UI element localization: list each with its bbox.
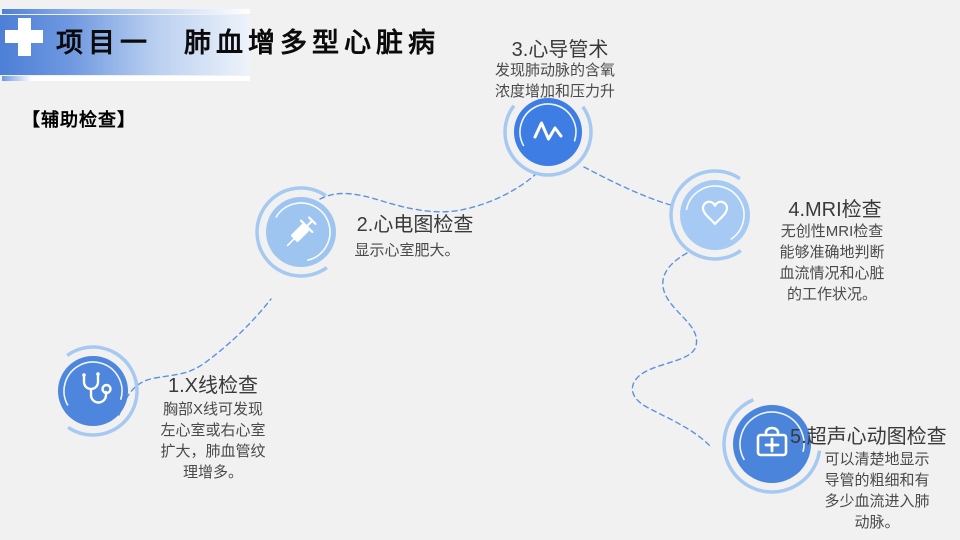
step-4-node [669, 169, 761, 261]
header-top-stripe [2, 9, 250, 14]
connector-step1-step2 [118, 298, 272, 416]
syringe-icon [286, 216, 317, 247]
step-3-title: 3.心导管术 [511, 39, 609, 61]
step-5-inner-ring [739, 411, 805, 477]
step-4-disc [680, 180, 750, 250]
step-4-title: 4.MRI检查 [788, 199, 882, 221]
step-3-description: 发现肺动脉的含氧 浓度增加和压力升 [494, 62, 615, 100]
step-1-description: 胸部X线可发现 左心室或右心室 扩大，肺血管纹 理增多。 [160, 401, 266, 481]
section-label: 【辅助检查】 [22, 110, 136, 130]
step-1-node [47, 345, 139, 437]
connector-step3-step4 [583, 166, 675, 207]
step-1-disc [58, 356, 128, 426]
step-2-node [255, 186, 347, 278]
step-5-description: 可以清楚地显示 导管的粗细和有 多少血流进入肺 动脉。 [824, 451, 930, 531]
first-aid-kit-icon [756, 426, 788, 457]
step-5-node [722, 394, 822, 494]
heart-icon [701, 200, 729, 226]
step-3-node [503, 87, 593, 177]
step-4-description: 无创性MRI检查 能够准确地判断 血流情况和心脏 的工作状况。 [779, 223, 885, 303]
connector-step4-step5 [631, 252, 712, 448]
step-3-disc [514, 98, 582, 166]
connector-step2-step3 [319, 170, 540, 213]
step-5-title: 5.超声心动图检查 [790, 426, 947, 448]
header-bottom-stripe [2, 76, 250, 81]
page-title: 项目一 肺血增多型心脏病 [56, 28, 440, 58]
step-3-inner-ring [519, 103, 577, 161]
step-2-description: 显示心室肥大。 [354, 242, 460, 259]
step-1-inner-ring [63, 361, 123, 421]
header-banner [0, 9, 250, 81]
medical-cross-icon [5, 18, 43, 56]
header-gradient-bar [0, 15, 250, 75]
pulse-icon [533, 121, 563, 141]
stethoscope-icon [82, 372, 112, 404]
step-1-title: 1.X线检查 [167, 375, 259, 397]
step-2-title: 2.心电图检查 [356, 214, 474, 236]
